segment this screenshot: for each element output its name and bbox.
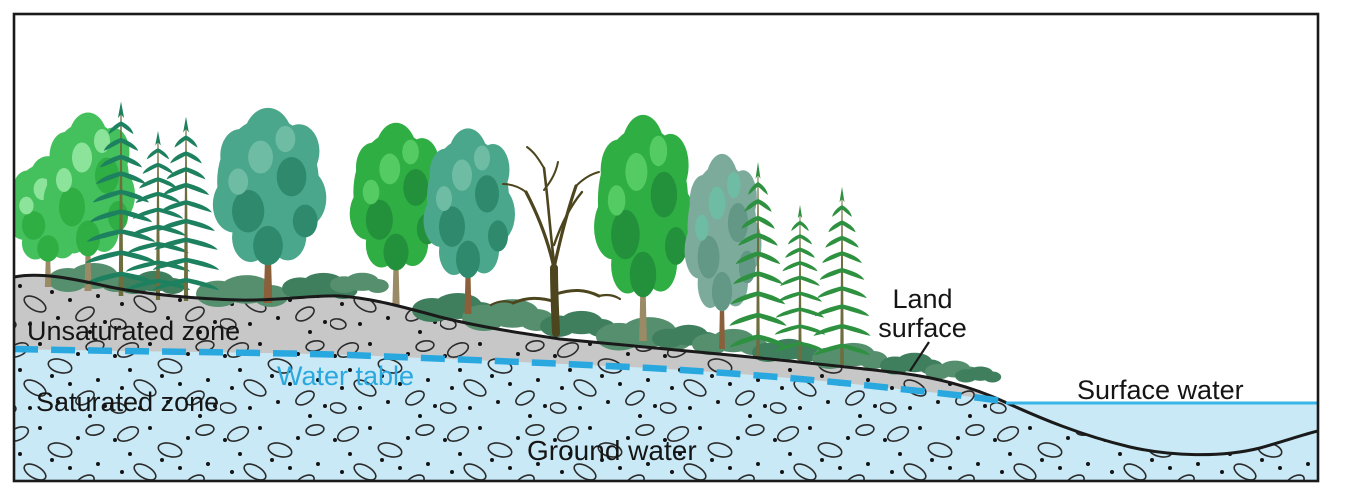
deciduous-tree	[212, 107, 327, 303]
surface-water-body	[1007, 403, 1318, 455]
label-land-surface: Land surface	[878, 284, 967, 344]
trees	[14, 101, 871, 366]
figure-border	[12, 12, 1320, 483]
deciduous-tree	[594, 114, 695, 341]
label-surface-water: Surface water	[1077, 375, 1244, 405]
water-table-line	[14, 345, 1003, 405]
dead-tree	[489, 146, 622, 337]
leader-line	[909, 341, 930, 372]
label-unsaturated-zone: Unsaturated zone	[27, 316, 241, 346]
deciduous-tree	[423, 128, 515, 314]
land-surface-line	[14, 273, 1318, 457]
conifer-tree	[774, 204, 826, 361]
label-water-table: Water table	[277, 361, 415, 391]
label-ground-water: Ground water	[527, 435, 697, 466]
label-saturated-zone: Saturated zone	[36, 387, 220, 417]
